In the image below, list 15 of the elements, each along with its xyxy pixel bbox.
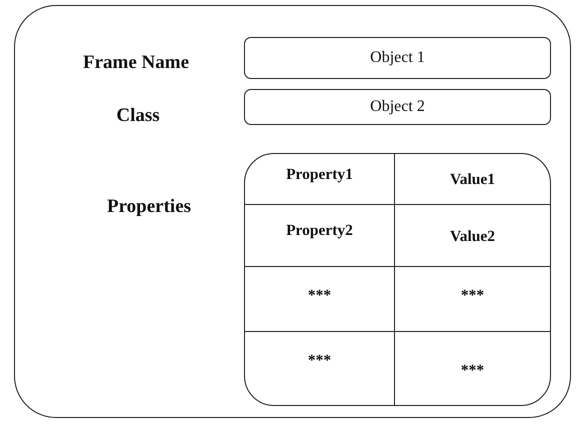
field-label: Class [116, 105, 160, 127]
table-cell-text: Property1 [286, 166, 353, 184]
object-field: Object 1 [244, 37, 551, 79]
table-cell-text: Value2 [450, 228, 496, 246]
table-cell-text: *** [460, 362, 484, 380]
table-cell-text: *** [460, 287, 484, 305]
frame-box [14, 5, 571, 418]
field-label: Properties [106, 196, 192, 218]
table-cell-text: Value1 [450, 171, 496, 189]
field-label: Frame Name [82, 52, 190, 74]
table-cell-text: Property2 [286, 222, 353, 240]
table-cell-text: *** [308, 287, 332, 305]
table-cell-text: *** [308, 352, 332, 370]
properties-table [244, 153, 551, 406]
object-field: Object 2 [244, 89, 551, 125]
